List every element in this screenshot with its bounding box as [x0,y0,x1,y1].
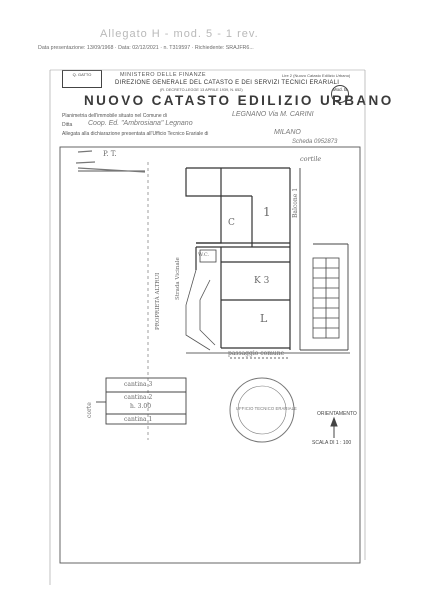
scribbled-notes [75,150,146,173]
drawing-frame [59,146,361,564]
scale-label: SCALA DI 1 : 100 [312,440,352,446]
wc-label: W.C. [198,252,210,258]
outer-walls [299,168,349,351]
revenue-stamp: Q. GATTO [62,70,102,88]
revenue-stamp-text: Q. GATTO [72,72,92,77]
form-row-3-value: MILANO [274,129,301,136]
north-arrow [330,416,338,438]
cantina-3-label: cantina 3 [124,381,153,388]
proprieta-label: PROPRIETÀ ALTRUI [155,272,161,330]
cantina-1-label: cantina 1 [124,416,153,423]
scan-stamp-text: Allegato H - mod. 5 - 1 rev. [100,28,259,40]
scheda-number: Scheda 0952873 [292,139,338,145]
form-row-2-value: Coop. Ed. "Ambrosiana" Legnano [88,120,193,127]
staircase [312,257,340,339]
cantina-2-label: cantina 2 [124,394,153,401]
direzione-line: DIREZIONE GENERALE DEL CATASTO E DEI SER… [115,80,340,86]
model-badge-text: Mod. B [332,87,348,92]
document-info-line: Data presentazione: 13/09/1968 · Data: 0… [38,45,254,51]
bottom-fence [186,352,350,359]
balcone-label: Balcone 1 [292,187,299,218]
subdirezione-line: (R. DECRETO-LEGGE 13 APRILE 1939, N. 652… [160,88,243,92]
room-1-label: 1 [263,205,271,219]
building-walls [185,167,291,350]
porch-outline [185,269,216,351]
corte-label: corte [86,402,93,418]
form-row-2-label: Ditta [62,122,73,128]
room-l-label: L [260,312,268,325]
form-row-1-label: Planimetria dell'immobile situato nel Co… [62,113,167,119]
room-k-label: K 3 [254,276,270,286]
cortile-label: cortile [300,155,322,163]
passaggio-label: passaggio comune [228,350,285,357]
piano-label: P. T. [103,150,117,158]
stamp-text: UFFICIO TECNICO ERARIALE [236,406,297,411]
cantina-height-label: h. 3.00 [130,403,152,410]
orientamento-label: ORIENTAMENTO [317,411,357,417]
cantina-block [96,377,187,425]
strada-label: Strada Vicinale [175,257,181,300]
room-c-label: C [228,218,235,228]
form-row-1-value: LEGNANO Via M. CARINI [232,111,314,118]
document-title: NUOVO CATASTO EDILIZIO URBANO [84,93,394,108]
form-reference: Lire 2 (Nuovo Catasto Edilizio Urbano) [282,73,351,78]
wc-outline [199,249,217,263]
model-badge: Mod. B [331,85,349,103]
official-stamp [229,377,295,443]
ministry-line: MINISTERO DELLE FINANZE [120,72,207,78]
form-row-3-label: Allegata alla dichiarazione presentata a… [62,131,209,137]
